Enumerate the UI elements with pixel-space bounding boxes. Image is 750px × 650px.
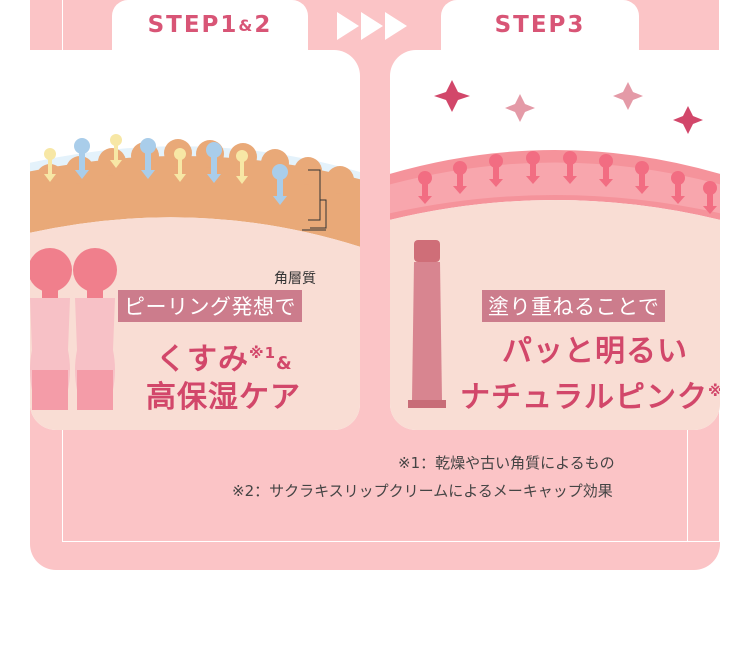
step3-pill: 塗り重ねることで (482, 290, 666, 322)
tab-step3-label: STEP3 (494, 12, 586, 38)
bottle-right (73, 248, 117, 410)
skin-illustration-left (30, 134, 360, 430)
tab-step12-amp: & (238, 15, 255, 35)
step3-line2: ナチュラルピンク (460, 380, 708, 415)
tab-step12-main: STEP1 (147, 12, 239, 38)
step12-headline-1: くすみ※1& (156, 334, 293, 378)
step12-pill: ピーリング発想で (118, 290, 302, 322)
step12-panel: 角層質 ピーリング発想で くすみ※1& 高保湿ケア (30, 50, 360, 430)
step12-line1-sup: ※1 (249, 344, 277, 362)
note-2: ※2：サクラキスリップクリームによるメーキャップ効果 (232, 482, 613, 500)
tab-step3: STEP3 (441, 0, 639, 50)
sparkle-icons (434, 80, 703, 134)
tab-step12-num: 2 (254, 12, 273, 38)
bottle-left (30, 248, 72, 410)
layer-label: 角層質 (274, 271, 316, 287)
step3-headline-2: ナチュラルピンク※2 (460, 372, 720, 416)
arrow-icon (385, 12, 407, 40)
step3-panel: 塗り重ねることで パッと明るい ナチュラルピンク※2 (390, 50, 720, 430)
skin-illustration-right (390, 80, 720, 430)
arrow-icon (361, 12, 383, 40)
arrow-icon (337, 12, 359, 40)
step12-line1: くすみ (156, 342, 249, 377)
tab-step12: STEP1&2 (112, 0, 308, 50)
step12-line1-amp: & (276, 353, 293, 374)
step-arrows (337, 12, 407, 40)
step3-line2-sup: ※2 (708, 382, 720, 400)
lip-tube (408, 240, 446, 408)
step12-headline-2: 高保湿ケア (146, 380, 301, 415)
step3-headline-1: パッと明るい (502, 334, 688, 369)
notes-box (62, 430, 688, 542)
note-1: ※1：乾燥や古い角質によるもの (398, 454, 615, 472)
